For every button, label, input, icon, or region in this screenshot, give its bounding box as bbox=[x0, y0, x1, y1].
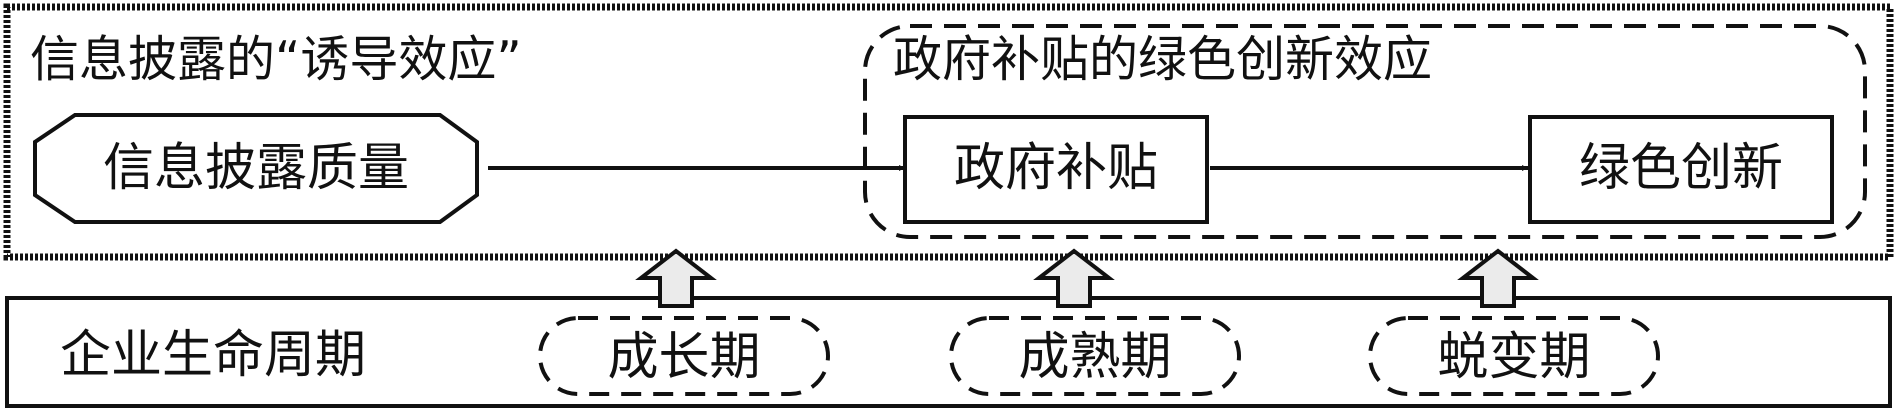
up-arrow-mature-icon bbox=[1033, 248, 1115, 308]
stage-label-mature: 成熟期 bbox=[1018, 328, 1171, 387]
stage-label-growth: 成长期 bbox=[607, 328, 760, 387]
green-innovation-node bbox=[1528, 115, 1834, 224]
outer-effect-box bbox=[3, 3, 1894, 261]
up-arrow-transformation-icon bbox=[1457, 248, 1539, 308]
inner-effect-box bbox=[863, 24, 1867, 239]
inner-effect-title: 政府补贴的绿色创新效应 bbox=[893, 31, 1432, 88]
disclosure-quality-node bbox=[33, 113, 479, 224]
lifecycle-label: 企业生命周期 bbox=[60, 326, 366, 385]
stage-pill-growth bbox=[538, 316, 830, 396]
outer-effect-title: 信息披露的“诱导效应” bbox=[30, 31, 522, 88]
stage-pill-transformation bbox=[1368, 316, 1660, 396]
stage-label-transformation: 蜕变期 bbox=[1437, 328, 1590, 387]
gov-subsidy-label: 政府补贴 bbox=[954, 139, 1158, 198]
up-arrow-growth-icon bbox=[635, 248, 717, 308]
gov-subsidy-node bbox=[903, 115, 1209, 224]
green-innovation-label: 绿色创新 bbox=[1579, 139, 1783, 198]
disclosure-quality-label: 信息披露质量 bbox=[103, 139, 409, 198]
stage-pill-mature bbox=[949, 316, 1241, 396]
